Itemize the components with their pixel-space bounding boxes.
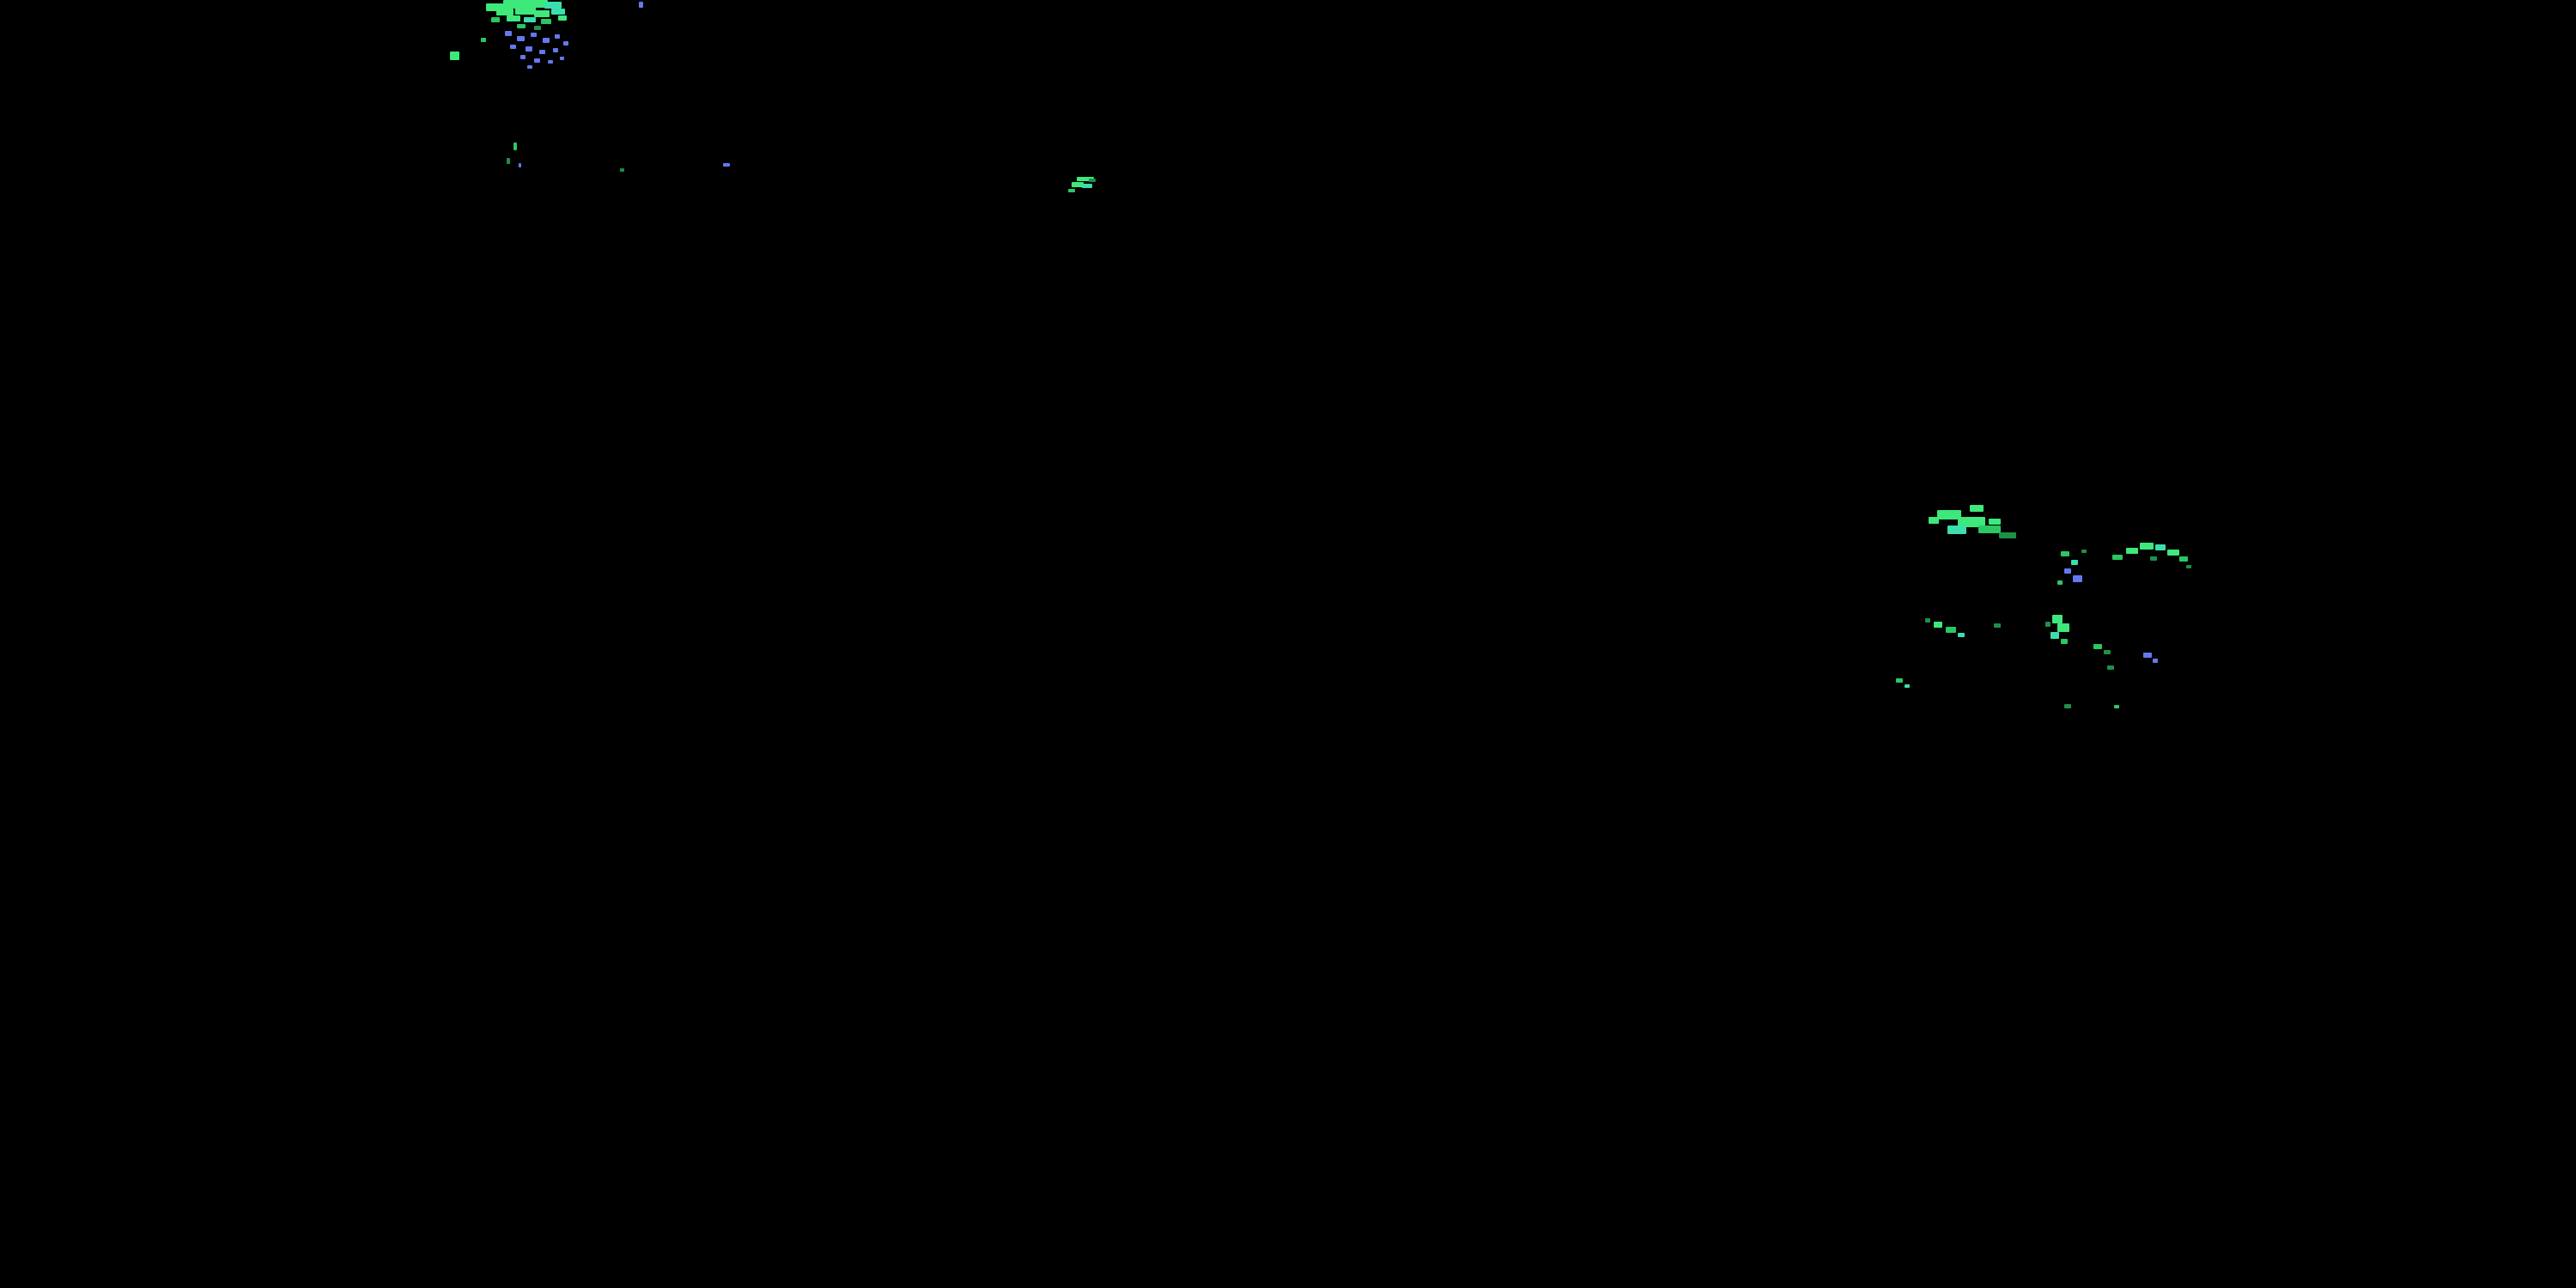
radar-echo-east-central-cells <box>1905 684 1910 688</box>
radar-echo-center-cell <box>1077 177 1094 181</box>
radar-echo-northwest-cell <box>548 60 553 64</box>
radar-echo-center-cell <box>1082 184 1092 188</box>
radar-echo-northwest-cell <box>543 38 550 43</box>
radar-echo-east-central-cells <box>1958 517 1985 527</box>
radar-echo-northwest-cell <box>534 26 541 30</box>
radar-echo-east-central-cells <box>2167 550 2179 556</box>
radar-echo-east-central-cells <box>1999 532 2016 538</box>
radar-echo-east-central-cells <box>2045 622 2050 627</box>
radar-echo-northwest-cell <box>527 65 532 69</box>
radar-echo-east-central-cells <box>1947 526 1966 534</box>
radar-echo-east-central-cells <box>2064 704 2071 708</box>
radar-echo-east-central-cells <box>2153 659 2158 663</box>
radar-echo-east-central-cells <box>2081 550 2087 553</box>
radar-echo-east-central-cells <box>2073 575 2082 582</box>
radar-echo-northwest-cell <box>551 9 565 15</box>
radar-echo-east-central-cells <box>2126 548 2138 554</box>
radar-echo-east-central-cells <box>1896 678 1903 683</box>
radar-echo-center-cell <box>1068 189 1075 192</box>
radar-echo-east-central-cells <box>2140 543 2154 550</box>
radar-echo-northwest-cell <box>510 45 516 49</box>
radar-echo-east-central-cells <box>2143 653 2152 658</box>
radar-echo-east-central-cells <box>2114 705 2119 708</box>
radar-echo-east-central-cells <box>1937 510 1961 519</box>
radar-echo-northwest-cell <box>520 55 526 59</box>
radar-echo-center-cell <box>1072 182 1084 187</box>
radar-echo-northwest-cell <box>555 34 560 39</box>
radar-echo-east-central-cells <box>2112 555 2123 560</box>
radar-echo-east-central-cells <box>2061 551 2069 556</box>
radar-echo-east-central-cells <box>2057 580 2063 585</box>
radar-echo-east-central-cells <box>1970 505 1984 512</box>
radar-echo-east-central-cells <box>2186 565 2191 568</box>
radar-echo-northwest-cell <box>524 17 536 22</box>
radar-echo-northwest-cell <box>560 57 564 60</box>
radar-echo-stray-specks <box>507 158 510 164</box>
radar-echo-east-central-cells <box>2057 623 2069 632</box>
radar-echo-east-central-cells <box>2104 650 2111 654</box>
radar-echo-east-central-cells <box>2093 644 2102 649</box>
radar-echo-northwest-cell <box>496 9 513 15</box>
radar-echo-northwest-cell <box>517 36 525 41</box>
radar-echo-east-central-cells <box>1994 623 2001 628</box>
radar-echo-east-central-cells <box>2052 615 2063 623</box>
radar-echo-east-central-cells <box>2155 544 2166 550</box>
radar-echo-northwest-cell <box>491 17 500 22</box>
radar-echo-east-central-cells <box>2150 556 2157 561</box>
radar-echo-northwest-cell <box>544 2 562 9</box>
radar-echo-northwest-cell <box>503 0 529 9</box>
radar-echo-east-central-cells <box>2071 560 2078 565</box>
radar-echo-east-central-cells <box>2061 639 2068 644</box>
radar-echo-northwest-cell <box>526 0 548 8</box>
radar-echo-stray-specks <box>519 163 521 167</box>
radar-echo-east-central-cells <box>2050 632 2059 639</box>
radar-echo-east-central-cells <box>1989 519 2001 525</box>
radar-echo-east-central-cells <box>1946 627 1956 633</box>
radar-echo-northwest-cell <box>505 31 512 36</box>
radar-echo-northwest-cell <box>534 58 540 63</box>
radar-echo-east-central-cells <box>1929 517 1939 524</box>
radar-echo-northwest-cell <box>539 50 545 54</box>
radar-echo-east-central-cells <box>1925 618 1930 623</box>
radar-echo-northwest-cell <box>486 3 505 11</box>
radar-echo-east-central-cells <box>1978 526 2001 533</box>
radar-echo-northwest-cell <box>526 46 532 52</box>
radar-echo-east-central-cells <box>1958 633 1965 637</box>
radar-echo-stray-specks <box>620 168 624 172</box>
radar-echo-northwest-cell <box>481 38 486 42</box>
radar-echo-northwest-cell <box>563 41 568 46</box>
radar-echo-northwest-cell <box>531 33 537 37</box>
radar-echo-east-central-cells <box>1934 622 1942 628</box>
radar-echo-east-central-cells <box>2179 556 2188 562</box>
radar-echo-east-central-cells <box>2064 568 2071 574</box>
radar-echo-center-cell <box>1089 179 1096 182</box>
radar-echo-northwest-cell <box>450 52 459 60</box>
radar-echo-northwest-cell <box>515 7 536 15</box>
radar-echo-stray-specks <box>723 163 730 167</box>
radar-echo-east-central-cells <box>2107 665 2114 670</box>
radar-echo-northwest-cell <box>553 48 558 52</box>
radar-echo-northwest-cell <box>558 15 567 21</box>
radar-echo-northwest-cell <box>507 15 520 21</box>
radar-echo-stray-specks <box>513 143 517 150</box>
radar-echo-northwest-cell <box>534 10 550 17</box>
radar-echo-northwest-cell <box>517 24 526 28</box>
radar-echo-northwest-cell <box>541 19 551 24</box>
radar-echo-stray-specks <box>639 2 643 8</box>
